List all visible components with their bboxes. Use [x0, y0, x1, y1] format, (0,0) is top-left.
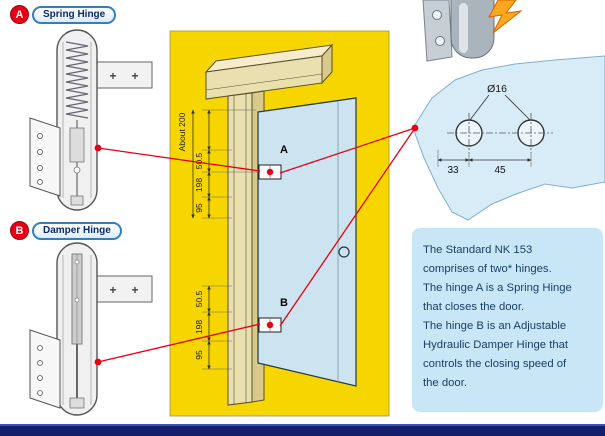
callout-dot: [411, 124, 419, 132]
glass-door: [257, 97, 357, 387]
callout-dot: [266, 168, 274, 176]
screw-hole: [37, 375, 43, 381]
dimension-annotations: About 200 50.5 198 95 50.5 198 95: [177, 109, 258, 370]
description-line: the door.: [423, 377, 467, 389]
torn-paper-shape: [412, 55, 605, 221]
description-line: that closes the door.: [423, 301, 525, 313]
diameter-label: Ø16: [487, 83, 507, 95]
description-line: The hinge A is a Spring Hinge: [423, 282, 572, 294]
description-line: The Standard NK 153: [423, 244, 533, 256]
hole-pattern-detail: Ø16 33 45: [412, 55, 605, 221]
photo-hole: [435, 36, 445, 46]
spring-hinge-plate: [93, 61, 153, 89]
marker-b: B: [280, 297, 288, 309]
description-line: Hydraulic Damper Hinge that: [423, 339, 569, 351]
dim-bottom-198: 198: [194, 320, 204, 334]
plus-mark: +: [109, 69, 116, 83]
hinge-photo: [422, 0, 523, 62]
section-a-title: Spring Hinge: [32, 5, 117, 24]
section-b-title: Damper Hinge: [32, 221, 122, 240]
dim-bottom-95: 95: [194, 350, 204, 360]
dim-45: 45: [494, 165, 506, 176]
spring-hinge-drawing: + +: [29, 29, 153, 211]
callout-line-detail-to-b: [279, 127, 416, 327]
description-box: The Standard NK 153 comprises of two* hi…: [412, 228, 603, 412]
callout-dot: [94, 358, 102, 366]
screw-hole: [37, 179, 43, 185]
lightning-bolt-icon: [488, 0, 523, 34]
section-a-label: A Spring Hinge: [10, 5, 117, 24]
section-b-badge: B: [10, 221, 29, 240]
door-knob: [338, 246, 350, 258]
plus-mark: +: [131, 283, 138, 297]
damper-mounting-plate: [29, 329, 61, 409]
callout-line-detail-to-a: [279, 127, 416, 174]
description-line: controls the closing speed of: [423, 358, 567, 370]
dim-about-200: About 200: [177, 112, 187, 151]
callout-line-damper-to-b: [97, 323, 261, 363]
screw-hole: [37, 345, 43, 351]
description-line: The hinge B is an Adjustable: [423, 320, 567, 332]
photo-hole: [432, 10, 442, 20]
screw-hole: [37, 149, 43, 155]
footer-bar: [0, 424, 605, 436]
spring-coil: [65, 41, 89, 119]
plus-mark: +: [109, 283, 116, 297]
damper-hinge-drawing: + +: [29, 242, 153, 416]
dim-top-198: 198: [194, 178, 204, 192]
photo-highlight: [459, 3, 468, 53]
screw-hole: [37, 165, 43, 171]
callout-line-spring-to-a: [97, 147, 261, 172]
section-b-label: B Damper Hinge: [10, 221, 122, 240]
jamb-front-face: [227, 92, 253, 406]
screw-hole: [37, 133, 43, 139]
dim-bottom-50-5: 50.5: [194, 290, 204, 307]
spring-latch-mechanism: [69, 127, 85, 163]
callout-dot: [94, 144, 102, 152]
callout-dot: [266, 321, 274, 329]
plus-mark: +: [131, 69, 138, 83]
marker-a: A: [280, 144, 288, 156]
dim-33: 33: [447, 165, 459, 176]
damper-hinge-plate: [93, 275, 153, 303]
photo-mounting-plate: [422, 0, 453, 62]
callout-lines: [94, 124, 419, 366]
screw-hole: [37, 390, 43, 396]
spring-mounting-plate: [29, 117, 61, 197]
screw-hole: [37, 360, 43, 366]
section-a-badge: A: [10, 5, 29, 24]
dim-top-50-5: 50.5: [194, 152, 204, 169]
dim-top-95: 95: [194, 203, 204, 213]
photo-cylinder: [450, 0, 495, 59]
description-line: comprises of two* hinges.: [423, 263, 552, 275]
